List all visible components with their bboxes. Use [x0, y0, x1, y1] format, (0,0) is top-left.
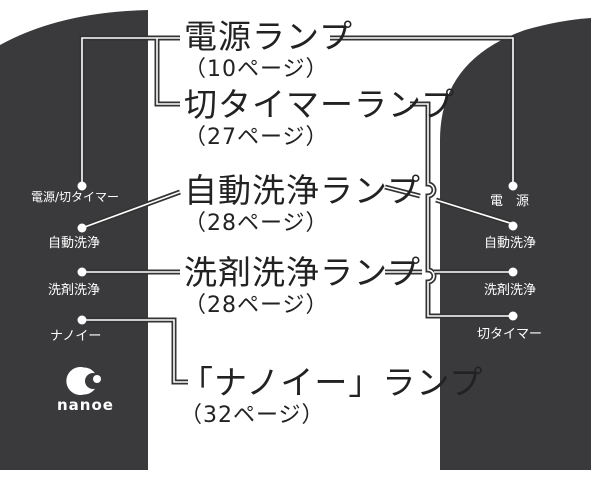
callout-detergent-clean-lamp-name: 洗剤洗浄ランプ	[184, 253, 422, 292]
right-label-power: 電 源	[490, 194, 530, 209]
lamp-dot-off-timer-right	[508, 311, 518, 321]
callout-detergent-clean-lamp-page: （28ページ）	[184, 293, 329, 318]
callout-detergent-clean-lamp: 洗剤洗浄ランプ （28ページ）	[184, 256, 421, 317]
lamp-dot-auto-clean-left	[77, 223, 87, 233]
lamp-dot-detergent-clean-left	[77, 267, 87, 277]
nanoe-logo-icon	[66, 367, 101, 395]
nanoe-logo-text: nanoe	[57, 396, 114, 414]
callout-off-timer-lamp-page: （27ページ）	[184, 125, 329, 150]
callout-power-lamp-page: （10ページ）	[184, 57, 329, 82]
right-label-detergent-clean: 洗剤洗浄	[484, 283, 537, 298]
callout-power-lamp: 電源ランプ （10ページ）	[184, 20, 353, 81]
callout-auto-clean-lamp-name: 自動洗浄ランプ	[184, 171, 422, 210]
right-label-auto-clean: 自動洗浄	[484, 236, 537, 251]
leader-lines-inner	[81, 37, 514, 383]
lamp-dot-power-right	[508, 181, 518, 191]
right-control-panel	[440, 18, 591, 470]
lamp-dot-auto-clean-right	[508, 221, 518, 231]
left-control-panel	[0, 10, 148, 470]
right-label-off-timer: 切タイマー	[477, 327, 543, 342]
callout-auto-clean-lamp: 自動洗浄ランプ （28ページ）	[184, 174, 421, 235]
callout-auto-clean-lamp-page: （28ページ）	[184, 211, 329, 236]
callout-nanoe-lamp-name: 「ナノイー」ランプ	[180, 363, 484, 402]
callout-nanoe-lamp-page: （32ページ）	[180, 403, 325, 428]
left-label-power-timer: 電源/切タイマー	[31, 190, 120, 204]
callout-off-timer-lamp: 切タイマーランプ （27ページ）	[184, 88, 455, 149]
left-label-auto-clean: 自動洗浄	[48, 236, 101, 251]
callout-off-timer-lamp-name: 切タイマーランプ	[184, 85, 456, 124]
lamp-dot-nanoe-left	[77, 315, 87, 325]
lamp-dot-detergent-clean-right	[508, 267, 518, 277]
left-label-nanoe: ナノイー	[50, 329, 102, 344]
callout-power-lamp-name: 電源ランプ	[184, 17, 354, 56]
lamp-dot-power-timer-left	[77, 181, 87, 191]
left-label-detergent-clean: 洗剤洗浄	[48, 283, 101, 298]
callout-nanoe-lamp: 「ナノイー」ランプ （32ページ）	[180, 366, 483, 427]
